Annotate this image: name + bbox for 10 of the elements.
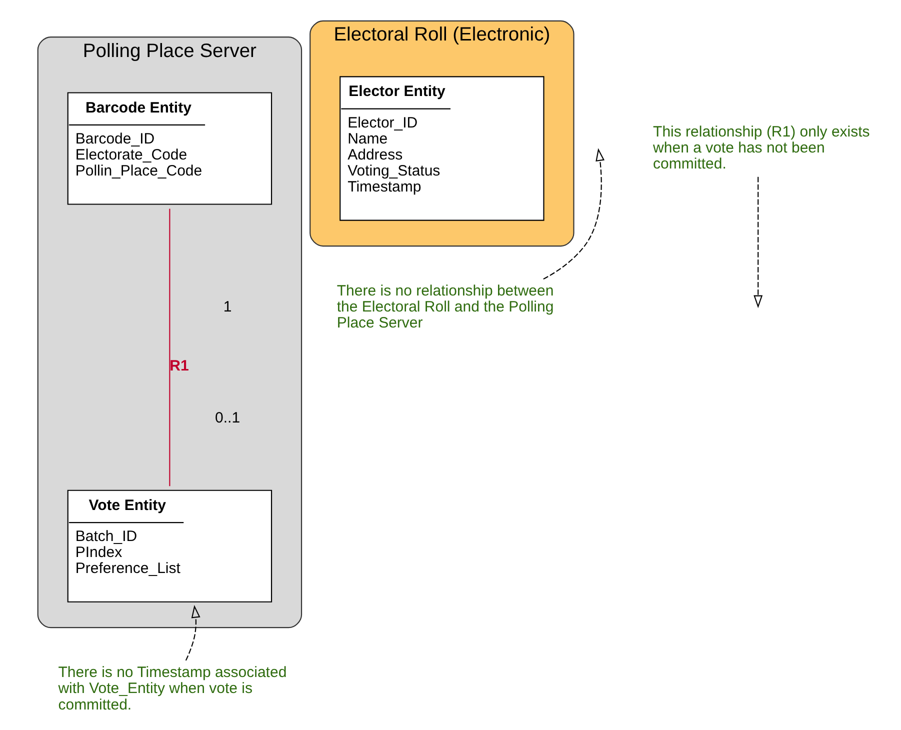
label: 0..1 — [215, 410, 240, 427]
node-text: There is no relationship between the Electoral Roll and the Polling Place Server — [336, 282, 554, 332]
connector — [169, 208, 170, 486]
label: 1 — [223, 298, 232, 316]
arrow — [543, 148, 605, 280]
node-text: This relationship (R1) only exists when a vote has not been committed. — [653, 123, 870, 173]
edge-label: R1 — [170, 358, 189, 375]
arrow — [754, 176, 763, 308]
arrow — [185, 604, 200, 661]
node-text: There is no Timestamp associated with Vote_Entity when vote is committed. — [58, 664, 287, 714]
